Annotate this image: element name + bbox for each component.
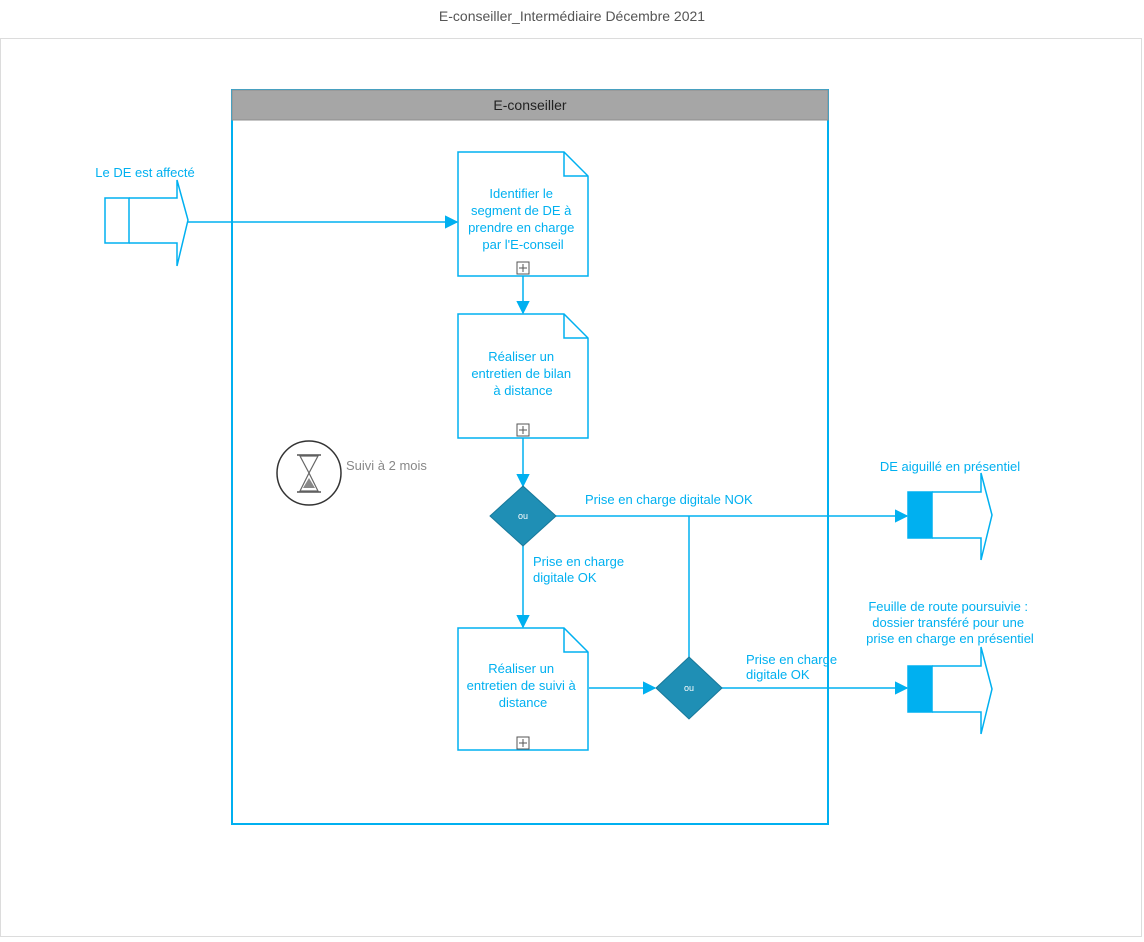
gateway-2-shape [655,656,723,720]
input-start-label: Le DE est affecté [95,165,195,180]
subprocess-expand-icon[interactable] [516,423,530,437]
gateway-1[interactable]: ou [489,485,557,547]
task-identify-label: Identifier le segment de DE à prendre en… [468,186,578,252]
input-start-box [104,197,130,244]
gateway-2-label: ou [684,683,694,693]
swimlane-header [231,89,829,121]
output-presentiel-box [907,491,933,539]
swimlane-title: E-conseiller [493,97,566,113]
input-le-de-est-affecte[interactable]: Le DE est affecté [95,165,195,267]
output-feuille-arrow-shape [932,646,993,735]
task-suivi-fold [563,628,588,653]
task-identify-line-1: Identifier le [489,186,553,201]
flow-label-ok-2-line-1: Prise en charge [746,652,837,667]
gateway-1-label: ou [518,511,528,521]
task-suivi-line-3: distance [499,695,547,710]
task-bilan-line-3: à distance [493,383,552,398]
task-entretien-bilan[interactable]: Réaliser un entretien de bilan à distanc… [457,313,589,439]
task-bilan-shape [457,313,589,439]
output-feuille-de-route[interactable]: Feuille de route poursuivie : dossier tr… [866,599,1034,735]
task-entretien-suivi[interactable]: Réaliser un entretien de suivi à distanc… [457,627,589,751]
gateway-2[interactable]: ou [655,656,723,720]
task-bilan-line-2: entretien de bilan [471,366,571,381]
subprocess-expand-icon[interactable] [516,736,530,750]
output-feuille-line-1: Feuille de route poursuivie : [868,599,1028,614]
task-identify-line-4: par l'E-conseil [482,237,563,252]
output-feuille-line-3: prise en charge en présentiel [866,631,1034,646]
hourglass-icon [276,440,342,506]
flow-label-ok-1-line-1: Prise en charge [533,554,624,569]
flow-label-ok-2: Prise en charge digitale OK [746,652,841,682]
task-suivi-label: Réaliser un entretien de suivi à distanc… [467,661,580,710]
input-start-arrow-shape [129,179,189,267]
connectors [188,215,909,695]
subprocess-expand-icon[interactable] [516,261,530,275]
task-bilan-label: Réaliser un entretien de bilan à distanc… [471,349,574,398]
task-identifier-segment[interactable]: Identifier le segment de DE à prendre en… [457,151,589,277]
task-bilan-fold [563,314,588,339]
task-identify-line-2: segment de DE à [471,203,572,218]
flow-label-nok: Prise en charge digitale NOK [585,492,753,507]
output-presentiel-label: DE aiguillé en présentiel [880,459,1020,474]
flow-label-ok-1: Prise en charge digitale OK [533,554,628,585]
timer-label: Suivi à 2 mois [346,458,427,473]
output-presentiel-arrow-shape [932,472,993,561]
task-suivi-line-1: Réaliser un [488,661,554,676]
flow-label-ok-1-line-2: digitale OK [533,570,597,585]
task-identify-fold [563,152,588,177]
task-identify-line-3: prendre en charge [468,220,574,235]
output-feuille-line-2: dossier transféré pour une [872,615,1024,630]
timer-suivi-2-mois[interactable]: Suivi à 2 mois [276,440,427,506]
flow-label-ok-2-line-2: digitale OK [746,667,810,682]
output-feuille-label: Feuille de route poursuivie : dossier tr… [866,599,1034,646]
canvas-frame [0,38,1142,937]
output-feuille-box [907,665,933,713]
output-de-aiguille-presentiel[interactable]: DE aiguillé en présentiel [880,459,1020,561]
task-identify-shape [457,151,589,277]
task-suivi-line-2: entretien de suivi à [467,678,577,693]
task-bilan-line-1: Réaliser un [488,349,554,364]
page-title: E-conseiller_Intermédiaire Décembre 2021 [438,8,706,24]
task-suivi-shape [457,627,589,751]
gateway-1-shape [489,485,557,547]
